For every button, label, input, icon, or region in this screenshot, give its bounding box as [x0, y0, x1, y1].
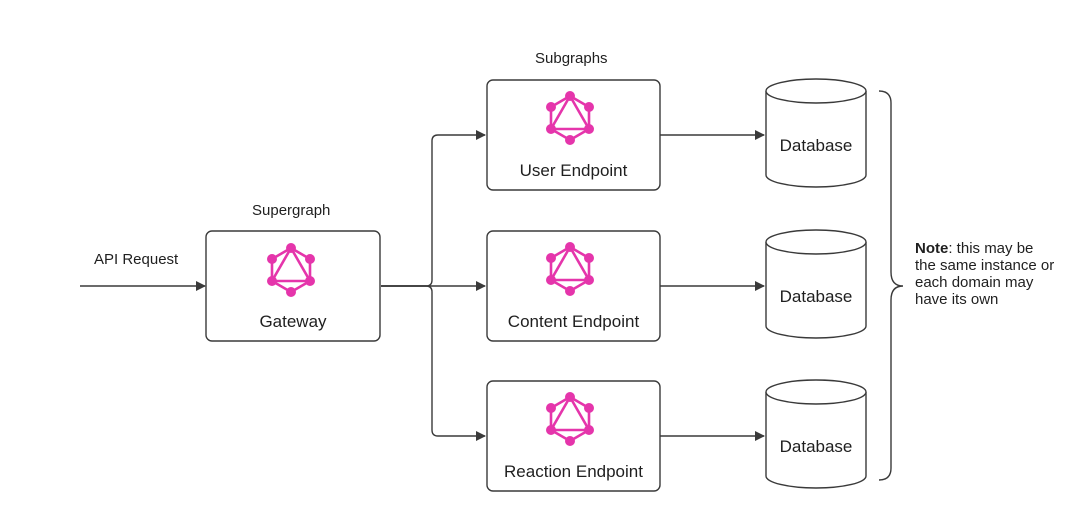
user-endpoint-box — [486, 79, 661, 191]
gateway-box — [205, 230, 381, 342]
gateway-label: Gateway — [259, 312, 327, 331]
content-endpoint-box — [486, 230, 661, 342]
gateway-to-user-arrow — [381, 130, 486, 287]
database-label: Database — [779, 287, 853, 306]
supergraph-label: Supergraph — [252, 202, 331, 219]
reaction-endpoint-label: Reaction Endpoint — [504, 462, 643, 481]
reaction-endpoint-box — [486, 380, 661, 492]
curly-brace — [878, 90, 904, 481]
database-label: Database — [779, 437, 853, 456]
database-label: Database — [779, 136, 853, 155]
content-endpoint-label: Content Endpoint — [507, 312, 640, 331]
database-cylinder-icon — [765, 379, 867, 489]
note-text: Note: this may be the same instance or e… — [915, 240, 1055, 308]
note-body: : this may be the same instance or each … — [915, 240, 1055, 308]
gateway-to-reaction-arrow — [381, 285, 486, 441]
database-cylinder-icon — [765, 229, 867, 339]
user-endpoint-label: User Endpoint — [519, 161, 628, 180]
note-bold-label: Note — [915, 240, 949, 257]
database-cylinder-icon — [765, 78, 867, 188]
api-request-label: API Request — [94, 251, 179, 268]
subgraphs-label: Subgraphs — [535, 50, 608, 67]
